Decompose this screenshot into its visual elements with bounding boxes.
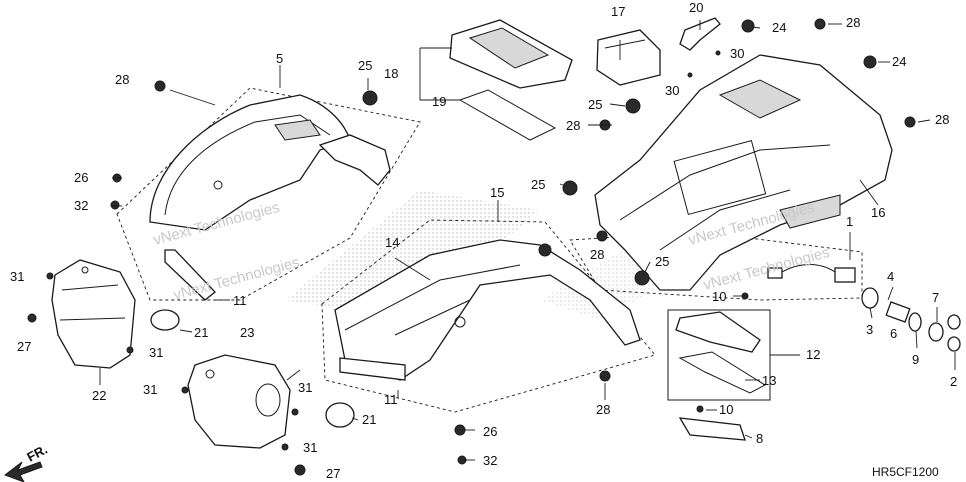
part-21-ring-right: [325, 402, 355, 428]
callout-21-b: 21: [362, 412, 376, 427]
part-17-cover: [596, 29, 661, 86]
part-11-left: [164, 249, 216, 301]
part-6: [885, 301, 911, 323]
callout-28-d: 28: [566, 118, 580, 133]
callout-25-a: 25: [358, 58, 372, 73]
callout-23: 23: [240, 325, 254, 340]
part-front-cover: [149, 94, 391, 231]
part-23-duct: [187, 354, 291, 449]
part-13-seal: [678, 351, 766, 394]
callout-18: 18: [384, 66, 398, 81]
callout-25-c: 25: [531, 177, 545, 192]
callout-31-e: 31: [303, 440, 317, 455]
callout-15: 15: [490, 185, 504, 200]
diagram-code: HR5CF1200: [872, 465, 939, 479]
callout-31-a: 31: [10, 269, 24, 284]
callout-26-b: 26: [483, 424, 497, 439]
part-16-body: [594, 54, 893, 291]
fasteners: [27, 18, 916, 476]
callout-28-a: 28: [115, 72, 129, 87]
part-rear-fender: [334, 239, 641, 381]
front-label: FR.: [24, 442, 50, 465]
part-11-right: [339, 357, 406, 381]
callout-28-c: 28: [935, 112, 949, 127]
callout-28-f: 28: [596, 402, 610, 417]
callout-7: 7: [932, 290, 939, 305]
part-21-ring-left: [150, 309, 180, 331]
callout-31-b: 31: [149, 345, 163, 360]
callout-10-b: 10: [719, 402, 733, 417]
callout-32-a: 32: [74, 198, 88, 213]
part-9: [908, 312, 922, 332]
callout-10-a: 10: [712, 289, 726, 304]
callout-6: 6: [890, 326, 897, 341]
callout-22: 22: [92, 388, 106, 403]
callout-26-a: 26: [74, 170, 88, 185]
callout-labels: 1 2 3 4 5 6 7 8 9 10 10 11 11 12 13 14 1…: [10, 0, 957, 481]
callout-28-e: 28: [590, 247, 604, 262]
callout-24-a: 24: [772, 20, 786, 35]
callout-25-d: 25: [655, 254, 669, 269]
part-18-lid: [449, 19, 573, 89]
callout-2: 2: [950, 374, 957, 389]
part-1-harness: [767, 264, 856, 283]
callout-11-b: 11: [384, 392, 398, 407]
part-2: [947, 336, 961, 352]
group-box-5: [116, 87, 421, 301]
callout-21-a: 21: [194, 325, 208, 340]
callout-31-c: 31: [143, 382, 157, 397]
callout-28-b: 28: [846, 15, 860, 30]
callout-16: 16: [871, 205, 885, 220]
part-22-duct: [51, 259, 136, 369]
part-4: [861, 287, 879, 309]
dotted-area-left: [285, 190, 540, 320]
callout-1: 1: [846, 214, 853, 229]
callout-5: 5: [276, 51, 283, 66]
front-arrow-icon: [3, 461, 43, 482]
leader-lines: [99, 20, 956, 461]
callout-31-d: 31: [298, 380, 312, 395]
part-20-bracket: [679, 17, 721, 51]
callout-27-b: 27: [326, 466, 340, 481]
part-3: [947, 314, 961, 330]
callout-9: 9: [912, 352, 919, 367]
callout-30-a: 30: [730, 46, 744, 61]
part-7: [928, 322, 944, 342]
callout-13: 13: [762, 373, 776, 388]
callout-3: 3: [866, 322, 873, 337]
callout-14: 14: [385, 235, 399, 250]
callout-24-b: 24: [892, 54, 906, 69]
callout-12: 12: [806, 347, 820, 362]
callout-19: 19: [432, 94, 446, 109]
callout-25-b: 25: [588, 97, 602, 112]
callout-4: 4: [887, 269, 894, 284]
callout-27-a: 27: [17, 339, 31, 354]
part-13: [675, 311, 761, 353]
part-8: [678, 417, 746, 441]
callout-8: 8: [756, 431, 763, 446]
callout-20: 20: [689, 0, 703, 15]
callout-11-a: 11: [233, 293, 247, 308]
callout-17: 17: [611, 4, 625, 19]
group-box-12: [667, 309, 771, 401]
callout-30-b: 30: [665, 83, 679, 98]
callout-32-b: 32: [483, 453, 497, 468]
part-19-seal: [458, 89, 557, 141]
